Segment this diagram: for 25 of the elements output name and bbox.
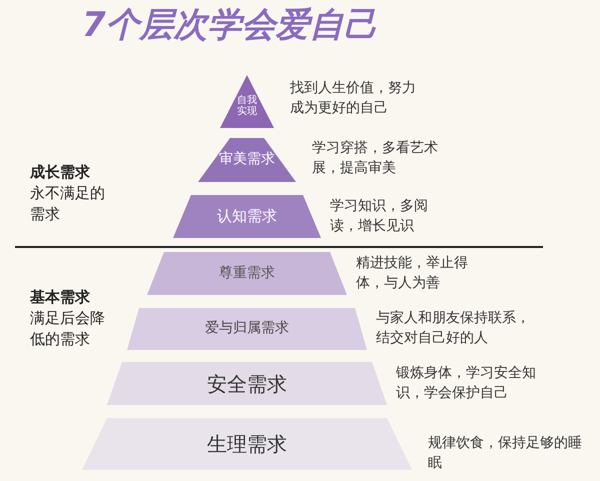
description-text: 精进技能，举止得体，与人为善 bbox=[356, 254, 469, 293]
layer-label: 尊重需求 bbox=[218, 266, 276, 282]
description-text: 规律饮食，保持足够的睡眠 bbox=[428, 434, 583, 473]
group-note: 满足后会降低的需求 bbox=[30, 308, 106, 350]
pyramid-layer bbox=[220, 75, 274, 128]
group-note: 永不满足的需求 bbox=[30, 183, 106, 225]
layer-label: 自我实现 bbox=[236, 95, 258, 117]
title: 7个层次学会爱自己 bbox=[82, 4, 378, 47]
layer-label: 爱与归属需求 bbox=[204, 321, 290, 337]
group-heading: 成长需求 bbox=[30, 162, 91, 183]
layer-label: 安全需求 bbox=[206, 372, 288, 394]
description-text: 锻炼身体，学习安全知识，学会保护自己 bbox=[396, 364, 537, 403]
pyramid-layer bbox=[198, 138, 296, 182]
layer-label: 生理需求 bbox=[206, 433, 288, 455]
pyramid-layer bbox=[107, 362, 387, 405]
pyramid-layer bbox=[173, 195, 321, 238]
description-text: 学习知识，多阅读，增长见识 bbox=[330, 197, 429, 236]
pyramid-layer bbox=[147, 252, 347, 295]
description-text: 找到人生价值，努力成为更好的自己 bbox=[290, 79, 417, 118]
description-text: 与家人和朋友保持联系，结交对自己好的人 bbox=[376, 309, 531, 348]
description-text: 学习穿搭，多看艺术展，提高审美 bbox=[312, 139, 439, 178]
group-heading: 基本需求 bbox=[30, 287, 91, 308]
layer-label: 审美需求 bbox=[218, 152, 276, 168]
layer-label: 认知需求 bbox=[216, 208, 278, 225]
pyramid-layer bbox=[127, 308, 367, 350]
